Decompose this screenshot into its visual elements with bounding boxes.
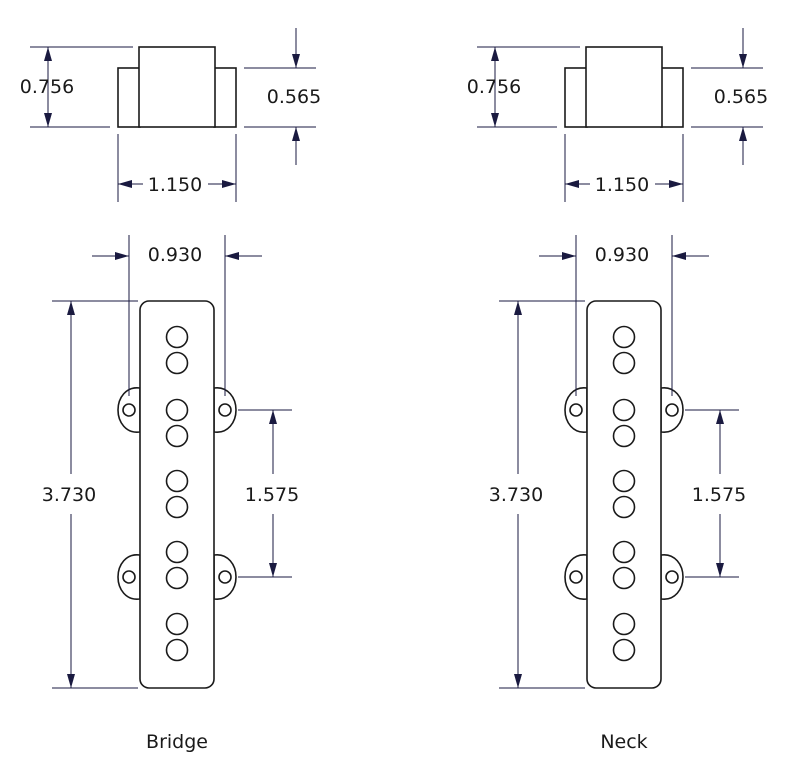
neck-height-total-label: 0.756 (467, 76, 521, 98)
bridge-height-body-label: 0.565 (267, 86, 321, 108)
neck-width-label: 1.150 (595, 174, 649, 196)
bridge-height-total-label: 0.756 (20, 76, 74, 98)
bridge-caption: Bridge (146, 731, 208, 753)
bridge-screw-spacing-label: 1.575 (245, 484, 299, 506)
neck-caption: Neck (600, 731, 647, 753)
bridge-pickup-drawing: 0.756 0.565 1.150 0.930 3.730 1.575 Brid… (20, 27, 321, 753)
neck-pickup-drawing: 0.756 0.565 1.150 0.930 3.730 1.575 Neck (467, 27, 768, 753)
neck-height-body-label: 0.565 (714, 86, 768, 108)
bridge-length-label: 3.730 (42, 484, 96, 506)
neck-pickup-geometry (476, 27, 764, 689)
neck-screw-spacing-label: 1.575 (692, 484, 746, 506)
bridge-pickup-geometry (29, 27, 317, 689)
bridge-mount-spacing-label: 0.930 (148, 244, 202, 266)
neck-mount-spacing-label: 0.930 (595, 244, 649, 266)
neck-length-label: 3.730 (489, 484, 543, 506)
bridge-width-label: 1.150 (148, 174, 202, 196)
